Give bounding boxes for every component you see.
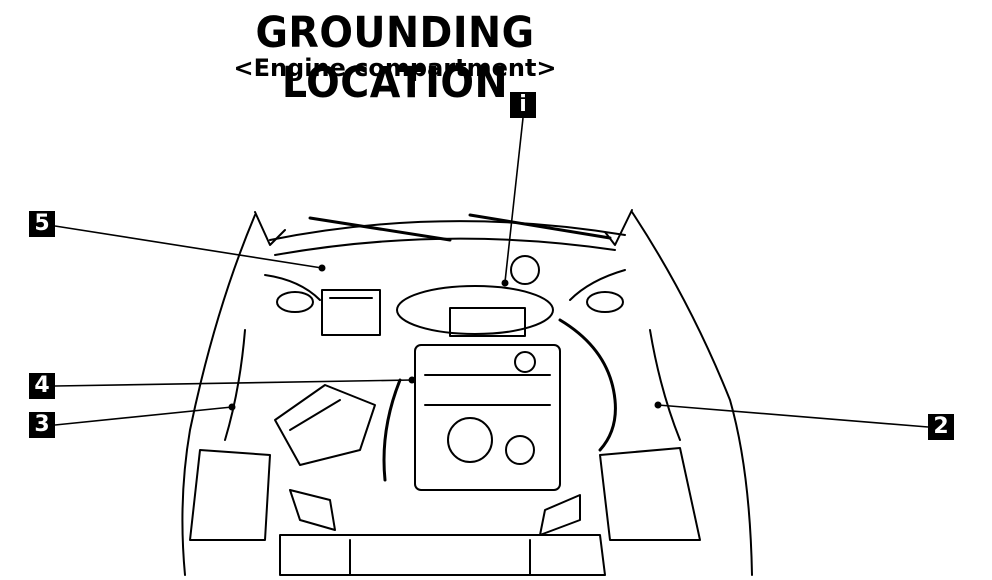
- marker-3: 3: [29, 412, 55, 438]
- marker-2: 2: [928, 414, 954, 440]
- body-outline-right: [631, 211, 753, 576]
- leader-line-3: [54, 406, 233, 426]
- body-outline-left: [181, 214, 256, 576]
- marker-4: 4: [29, 373, 55, 399]
- cowl-line: [269, 220, 626, 241]
- ground-point-1: [501, 279, 509, 287]
- diagram-title: GROUNDING LOCATION: [255, 8, 535, 108]
- ground-point-2: [654, 401, 662, 409]
- radiator-hose: [382, 378, 402, 482]
- engine-block: [414, 344, 561, 491]
- front-panel: [279, 534, 606, 576]
- marker-1: i: [510, 92, 536, 118]
- ground-point-4: [408, 376, 416, 384]
- wiper-right: [468, 213, 612, 240]
- leader-line-4: [54, 379, 413, 387]
- ground-point-5: [318, 264, 326, 272]
- reservoir-cap: [510, 255, 540, 285]
- leader-line-5: [54, 225, 323, 269]
- diagram-subtitle: <Engine compartment>: [233, 54, 557, 82]
- leader-line-1: [504, 117, 524, 283]
- battery: [321, 289, 381, 336]
- headlamp-right: [599, 447, 701, 541]
- wiper-left: [308, 216, 452, 242]
- ground-point-3: [228, 403, 236, 411]
- air-cleaner: [274, 384, 376, 466]
- leader-line-2: [657, 404, 929, 428]
- marker-5: 5: [29, 211, 55, 237]
- headlamp-left: [189, 449, 271, 541]
- intake-hose-loop: [396, 285, 554, 335]
